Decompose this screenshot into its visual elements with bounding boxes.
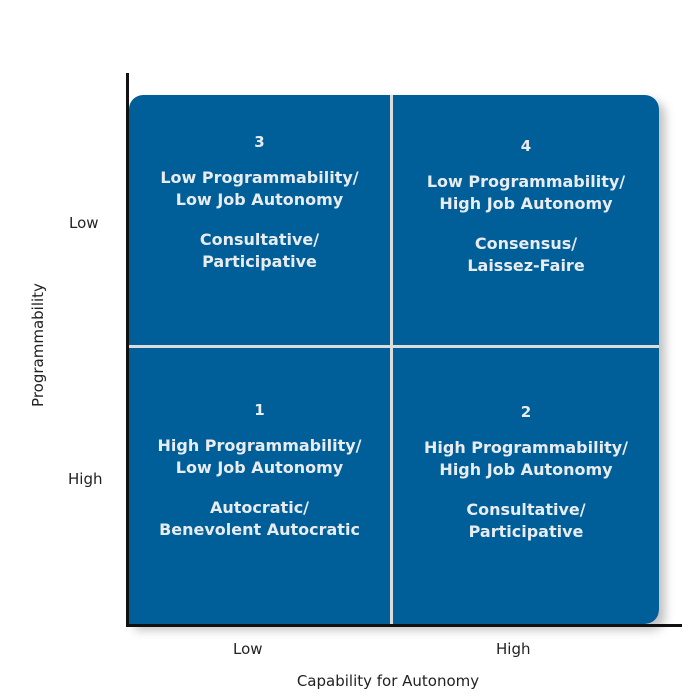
y-tick-low: Low <box>69 214 99 232</box>
quadrant-number: 4 <box>520 137 532 155</box>
x-tick-high: High <box>496 640 531 658</box>
quadrant-3: 3 Low Programmability/ Low Job Autonomy … <box>129 95 390 345</box>
quadrant-style2: Participative <box>202 252 317 271</box>
quadrant-number: 2 <box>520 403 532 421</box>
quadrant-4: 4 Low Programmability/ High Job Autonomy… <box>393 95 659 345</box>
quadrant-line2: Low Job Autonomy <box>175 458 344 477</box>
quadrant-style1: Consultative/ <box>466 500 586 519</box>
quadrant-grid: 3 Low Programmability/ Low Job Autonomy … <box>129 95 659 624</box>
quadrant-line2: High Job Autonomy <box>439 460 613 479</box>
quadrant-style1: Consensus/ <box>474 234 578 253</box>
quadrant-1: 1 High Programmability/ Low Job Autonomy… <box>129 348 390 624</box>
quadrant-style2: Participative <box>468 522 584 541</box>
quadrant-line1: Low Programmability/ <box>426 172 626 191</box>
quadrant-line2: High Job Autonomy <box>439 194 613 213</box>
y-axis-label: Programmability <box>29 283 47 407</box>
quadrant-number: 3 <box>254 133 265 151</box>
x-axis-line <box>126 624 682 627</box>
y-tick-high: High <box>68 470 103 488</box>
quadrant-style1: Autocratic/ <box>209 498 310 517</box>
quadrant-style2: Benevolent Autocratic <box>159 520 360 539</box>
x-tick-low: Low <box>233 640 263 658</box>
x-axis-label: Capability for Autonomy <box>296 672 480 690</box>
quadrant-style1: Consultative/ <box>199 230 320 249</box>
quadrant-number: 1 <box>254 401 265 419</box>
quadrant-2: 2 High Programmability/ High Job Autonom… <box>393 348 659 624</box>
quadrant-line2: Low Job Autonomy <box>175 190 344 209</box>
y-axis-line <box>126 73 129 627</box>
quadrant-style2: Laissez-Faire <box>467 256 585 275</box>
quadrant-line1: High Programmability/ <box>423 438 628 457</box>
quadrant-line1: Low Programmability/ <box>160 168 359 187</box>
quadrant-line1: High Programmability/ <box>157 436 362 455</box>
